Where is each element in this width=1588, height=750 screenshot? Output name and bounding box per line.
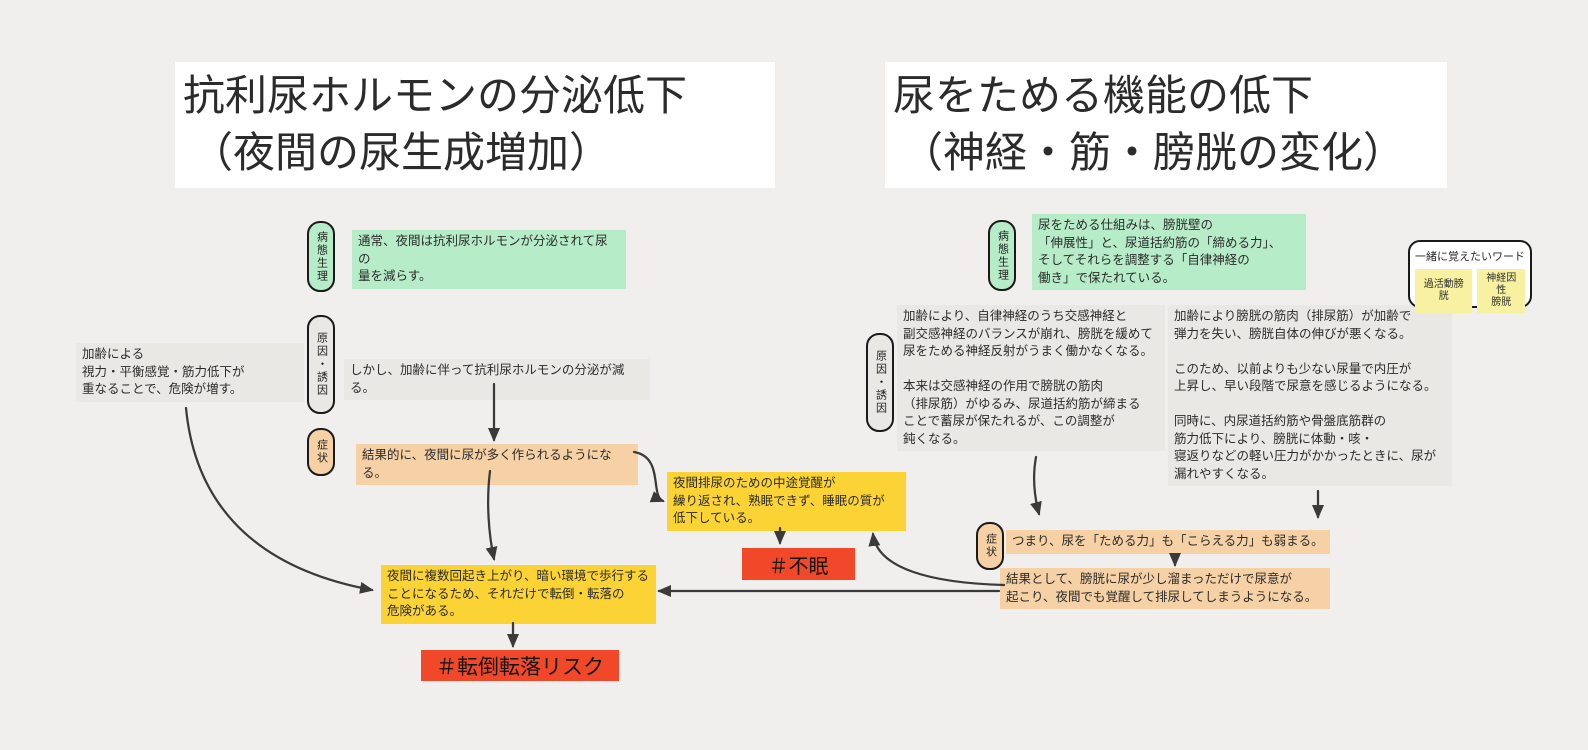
right-topic-title-line2: （神経・筋・膀胱の変化） <box>901 129 1406 176</box>
note-autonomic-imbalance: 加齢により、自律神経のうち交感神経と 副交感神経のバランスが崩れ、膀胱を緩めて … <box>897 305 1165 451</box>
left-topic-title-panel: 抗利尿ホルモンの分泌低下 （夜間の尿生成増加） <box>175 62 775 188</box>
note-aging-risk: 加齢による 視力・平衡感覚・筋力低下が 重なることで、危険が増す。 <box>76 343 304 402</box>
right-pill-cause: 原因・誘因 <box>866 333 894 432</box>
left-pill-symptom: 症状 <box>307 428 335 476</box>
memo-chip-overactive-bladder: 過活動膀胱 <box>1415 269 1473 313</box>
right-topic-title-panel: 尿をためる機能の低下 （神経・筋・膀胱の変化） <box>885 62 1447 188</box>
note-sleep-disruption: 夜間排尿のための中途覚醒が 繰り返され、熟眠できず、睡眠の質が 低下している。 <box>667 472 906 531</box>
note-normal-adh: 通常、夜間は抗利尿ホルモンが分泌されて尿の 量を減らす。 <box>352 230 626 289</box>
memo-chip-neurogenic-bladder: 神経因性 膀胱 <box>1477 269 1525 313</box>
note-frequent-urge: 結果として、膀胱に尿が少し溜まっただけで尿意が 起こり、夜間でも覚醒して排尿して… <box>1000 568 1330 609</box>
note-bladder-muscle-change: 加齢により膀胱の筋肉（排尿筋）が加齢で 弾力を失い、膀胱自体の伸びが悪くなる。 … <box>1168 305 1452 486</box>
note-bladder-mechanism: 尿をためる仕組みは、膀胱壁の 「伸展性」と、尿道括約筋の「締める力」、 そしてそ… <box>1032 214 1306 290</box>
left-pill-cause: 原因・誘因 <box>307 315 335 414</box>
memo-chip-row: 過活動膀胱 神経因性 膀胱 <box>1415 269 1525 313</box>
tag-insomnia: ＃不眠 <box>742 548 855 580</box>
right-pill-pathophysiology: 病態生理 <box>988 220 1016 291</box>
memo-bubble-title: 一緒に覚えたいワード <box>1415 251 1525 263</box>
right-pill-symptom: 症状 <box>976 522 1004 570</box>
left-topic-title-line2: （夜間の尿生成増加） <box>191 129 612 176</box>
left-topic-title-line1: 抗利尿ホルモンの分泌低下 <box>183 72 688 119</box>
note-adh-decline: しかし、加齢に伴って抗利尿ホルモンの分泌が減る。 <box>344 359 650 400</box>
note-fall-risk: 夜間に複数回起き上がり、暗い環境で歩行する ことになるため、それだけで転倒・転落… <box>381 565 656 624</box>
memo-bubble: 一緒に覚えたいワード 過活動膀胱 神経因性 膀胱 <box>1408 240 1532 313</box>
note-storage-weakening: つまり、尿を「ためる力」も「こらえる力」も弱まる。 <box>1006 530 1330 554</box>
right-topic-title-line1: 尿をためる機能の低下 <box>893 72 1314 119</box>
note-night-urine-increase: 結果的に、夜間に尿が多く作られるようになる。 <box>356 444 638 485</box>
tag-fall-risk: ＃転倒転落リスク <box>421 650 619 681</box>
left-pill-pathophysiology: 病態生理 <box>307 221 335 292</box>
